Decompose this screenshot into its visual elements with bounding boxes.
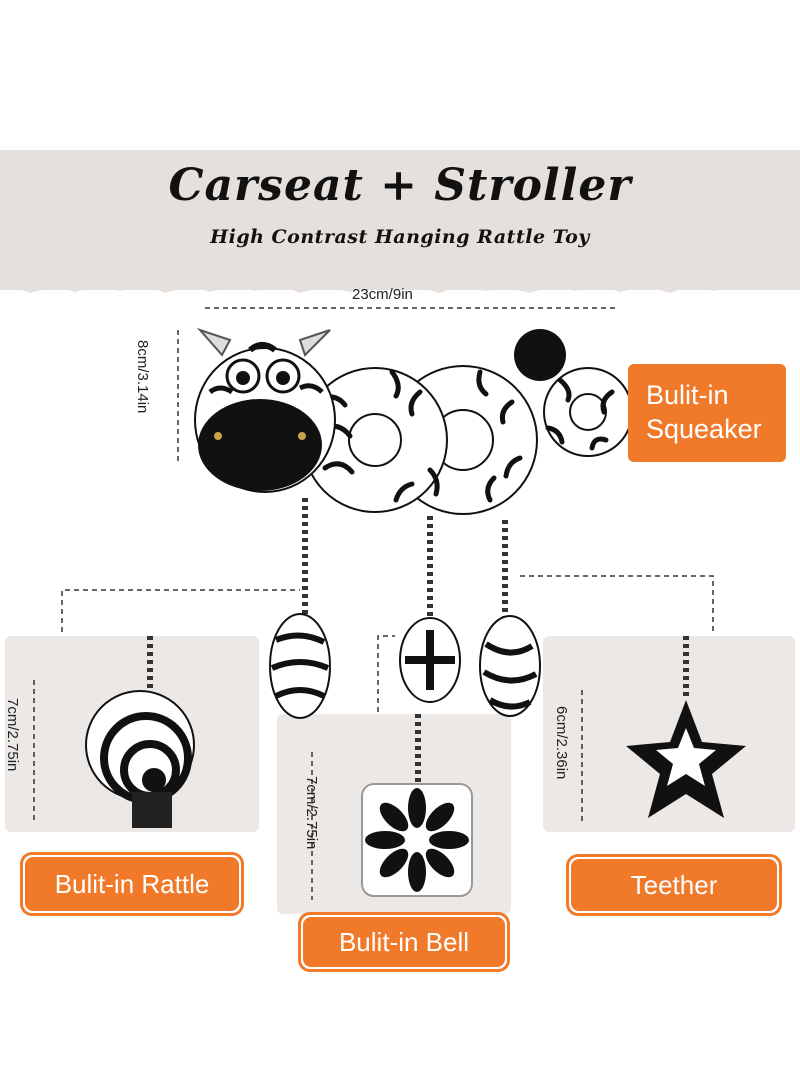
rattle-label: Bulit-in Rattle (20, 852, 244, 916)
bell-dimension: 7cm/2.75in (303, 776, 320, 850)
teether-dimension: 6cm/2.36in (553, 706, 570, 780)
rattle-label-text: Bulit-in Rattle (25, 857, 239, 911)
page-title: Carseat + Stroller (168, 160, 632, 211)
teether-label: Teether (566, 854, 782, 916)
bell-cushion (361, 783, 473, 897)
bell-label-text: Bulit-in Bell (303, 917, 505, 967)
torn-paper-edge (0, 255, 800, 293)
rattle-ball (85, 690, 195, 828)
rattle-dimension: 7cm/2.75in (4, 698, 21, 772)
height-dimension: 8cm/3.14in (134, 340, 151, 414)
page-subtitle: High Contrast Hanging Rattle Toy (210, 226, 590, 248)
teether-star (626, 700, 746, 818)
squeaker-label: Bulit-in Squeaker (628, 364, 786, 462)
bell-label: Bulit-in Bell (298, 912, 510, 972)
width-dimension: 23cm/9in (352, 286, 413, 303)
teether-label-text: Teether (571, 859, 777, 911)
zebra-spiral-toy (194, 327, 633, 515)
